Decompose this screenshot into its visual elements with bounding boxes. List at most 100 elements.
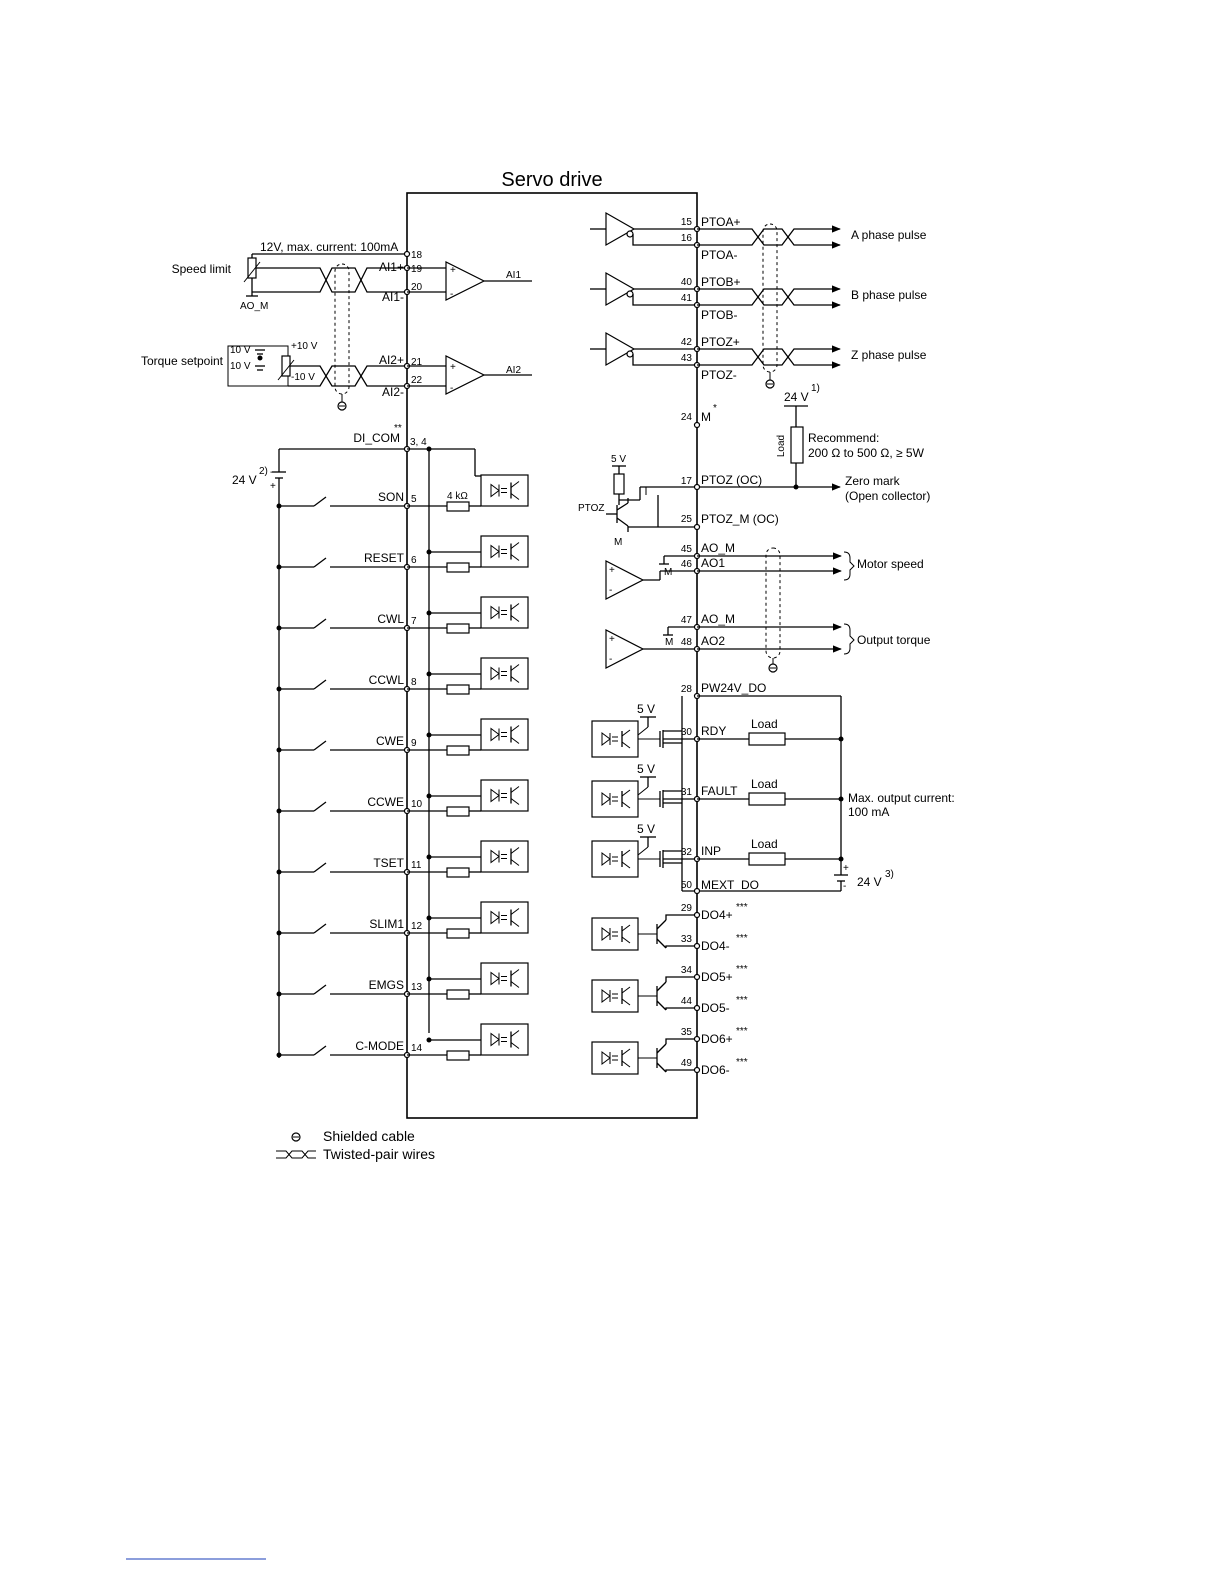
speed-limit-label: Speed limit <box>172 262 232 276</box>
di-label-slim1: SLIM1 <box>369 917 404 931</box>
note-marker: *** <box>736 1026 748 1037</box>
note-marker: *** <box>736 933 748 944</box>
di-resistor <box>446 989 470 1000</box>
di-optocoupler <box>480 1023 529 1056</box>
ao2-amplifier <box>605 629 645 669</box>
pw24v-do-label: PW24V_DO <box>701 681 766 695</box>
svg-text:+: + <box>450 265 456 276</box>
supply-12v-label: 12V, max. current: 100mA <box>260 240 398 254</box>
do-supply-label: 24 V <box>857 875 882 889</box>
switch-ccwe <box>313 801 327 812</box>
pin-13: 13 <box>411 982 423 993</box>
svg-text:-10 V: -10 V <box>291 372 315 383</box>
di-resistor <box>446 684 470 695</box>
do-label-rdy: RDY <box>701 724 726 738</box>
diagram-title: Servo drive <box>501 169 602 191</box>
pulse-desc-1: B phase pulse <box>851 288 927 302</box>
pin-43: 43 <box>681 353 693 364</box>
di-com-label: DI_COM <box>353 431 400 445</box>
di-label-c-mode: C-MODE <box>355 1039 404 1053</box>
pulse-desc-0: A phase pulse <box>851 228 927 242</box>
do-label-do6-minusplus: DO6+ <box>701 1032 733 1046</box>
m-label: M <box>701 410 711 424</box>
svg-text:+: + <box>609 565 615 576</box>
pin-32: 32 <box>681 847 693 858</box>
ao-label-0: AO_M <box>701 541 735 555</box>
di-label-ccwe: CCWE <box>367 795 404 809</box>
di-label-emgs: EMGS <box>369 978 404 992</box>
svg-text:Load: Load <box>776 435 787 457</box>
note-marker: *** <box>736 902 748 913</box>
switch-slim1 <box>313 923 327 934</box>
shield-pulse-out <box>762 223 778 373</box>
ai2-minus-label: AI2- <box>382 385 404 399</box>
di-resistor <box>446 562 470 573</box>
zero-mark-load-resistor <box>790 426 804 464</box>
switch-cwl <box>313 618 327 629</box>
pin-6: 6 <box>411 555 417 566</box>
switch-reset <box>313 557 327 568</box>
do-optocoupler <box>591 840 639 878</box>
svg-text:25: 25 <box>681 514 693 525</box>
zero-mark-label: Zero mark <box>845 474 901 488</box>
pin-41: 41 <box>681 293 693 304</box>
pin-11: 11 <box>411 860 422 871</box>
di-resistor <box>446 867 470 878</box>
svg-text:+: + <box>843 863 849 874</box>
recommend-value: 200 Ω to 500 Ω, ≥ 5W <box>808 446 925 460</box>
svg-text:M: M <box>664 567 672 578</box>
analog-input-section: 12V, max. current: 100mA 18 Speed limit … <box>141 240 532 411</box>
svg-text:10 V: 10 V <box>230 345 251 356</box>
di-label-ccwl: CCWL <box>369 673 405 687</box>
di-supply-label: 24 V <box>232 473 257 487</box>
torque-setpoint-label: Torque setpoint <box>141 354 224 368</box>
di-optocoupler <box>480 840 529 873</box>
svg-text:+10 V: +10 V <box>291 341 318 352</box>
ai2-amplifier <box>445 355 486 395</box>
di-resistor <box>446 745 470 756</box>
svg-text:5 V: 5 V <box>611 454 626 465</box>
do-optocoupler <box>591 720 639 758</box>
pin-40: 40 <box>681 277 693 288</box>
svg-text:M: M <box>665 637 673 648</box>
svg-text:-: - <box>609 654 612 665</box>
max-output-current-value: 100 mA <box>848 805 889 819</box>
do-label-do4-minus: DO4- <box>701 939 730 953</box>
label-ptoz-: PTOZ- <box>701 368 737 382</box>
di-resistor <box>446 928 470 939</box>
label-ptob+: PTOB+ <box>701 275 740 289</box>
svg-text:-: - <box>450 383 453 394</box>
di-label-son: SON <box>378 490 404 504</box>
resistor-4k-label: 4 kΩ <box>447 491 468 502</box>
recommend-label: Recommend: <box>808 431 879 445</box>
di-optocoupler <box>480 718 529 751</box>
switch-son <box>313 496 327 507</box>
open-collector-label: (Open collector) <box>845 489 930 503</box>
svg-text:M: M <box>614 537 622 548</box>
pin-35: 35 <box>681 1027 693 1038</box>
pin-14: 14 <box>411 1043 423 1054</box>
pin-7: 7 <box>411 616 417 627</box>
do-load-resistor <box>748 792 786 806</box>
pulse-line-driver <box>605 331 636 367</box>
label-ptoa+: PTOA+ <box>701 215 740 229</box>
pin-20: 20 <box>411 282 423 293</box>
di-optocoupler <box>480 779 529 812</box>
svg-text:-: - <box>609 585 612 596</box>
pin-5: 5 <box>411 494 417 505</box>
pin-10: 10 <box>411 799 423 810</box>
note-marker: *** <box>736 964 748 975</box>
label-ptoz+: PTOZ+ <box>701 335 740 349</box>
ptoz-m-oc-label: PTOZ_M (OC) <box>701 512 779 526</box>
do-optocoupler <box>591 780 639 818</box>
shield-analog-in <box>334 263 350 395</box>
note-marker: *** <box>736 1057 748 1068</box>
pin-22: 22 <box>411 375 423 386</box>
pin-12: 12 <box>411 921 423 932</box>
label-ptob-: PTOB- <box>701 308 737 322</box>
svg-text:17: 17 <box>681 476 693 487</box>
legend: Shielded cable Twisted-pair wires <box>276 1128 435 1162</box>
